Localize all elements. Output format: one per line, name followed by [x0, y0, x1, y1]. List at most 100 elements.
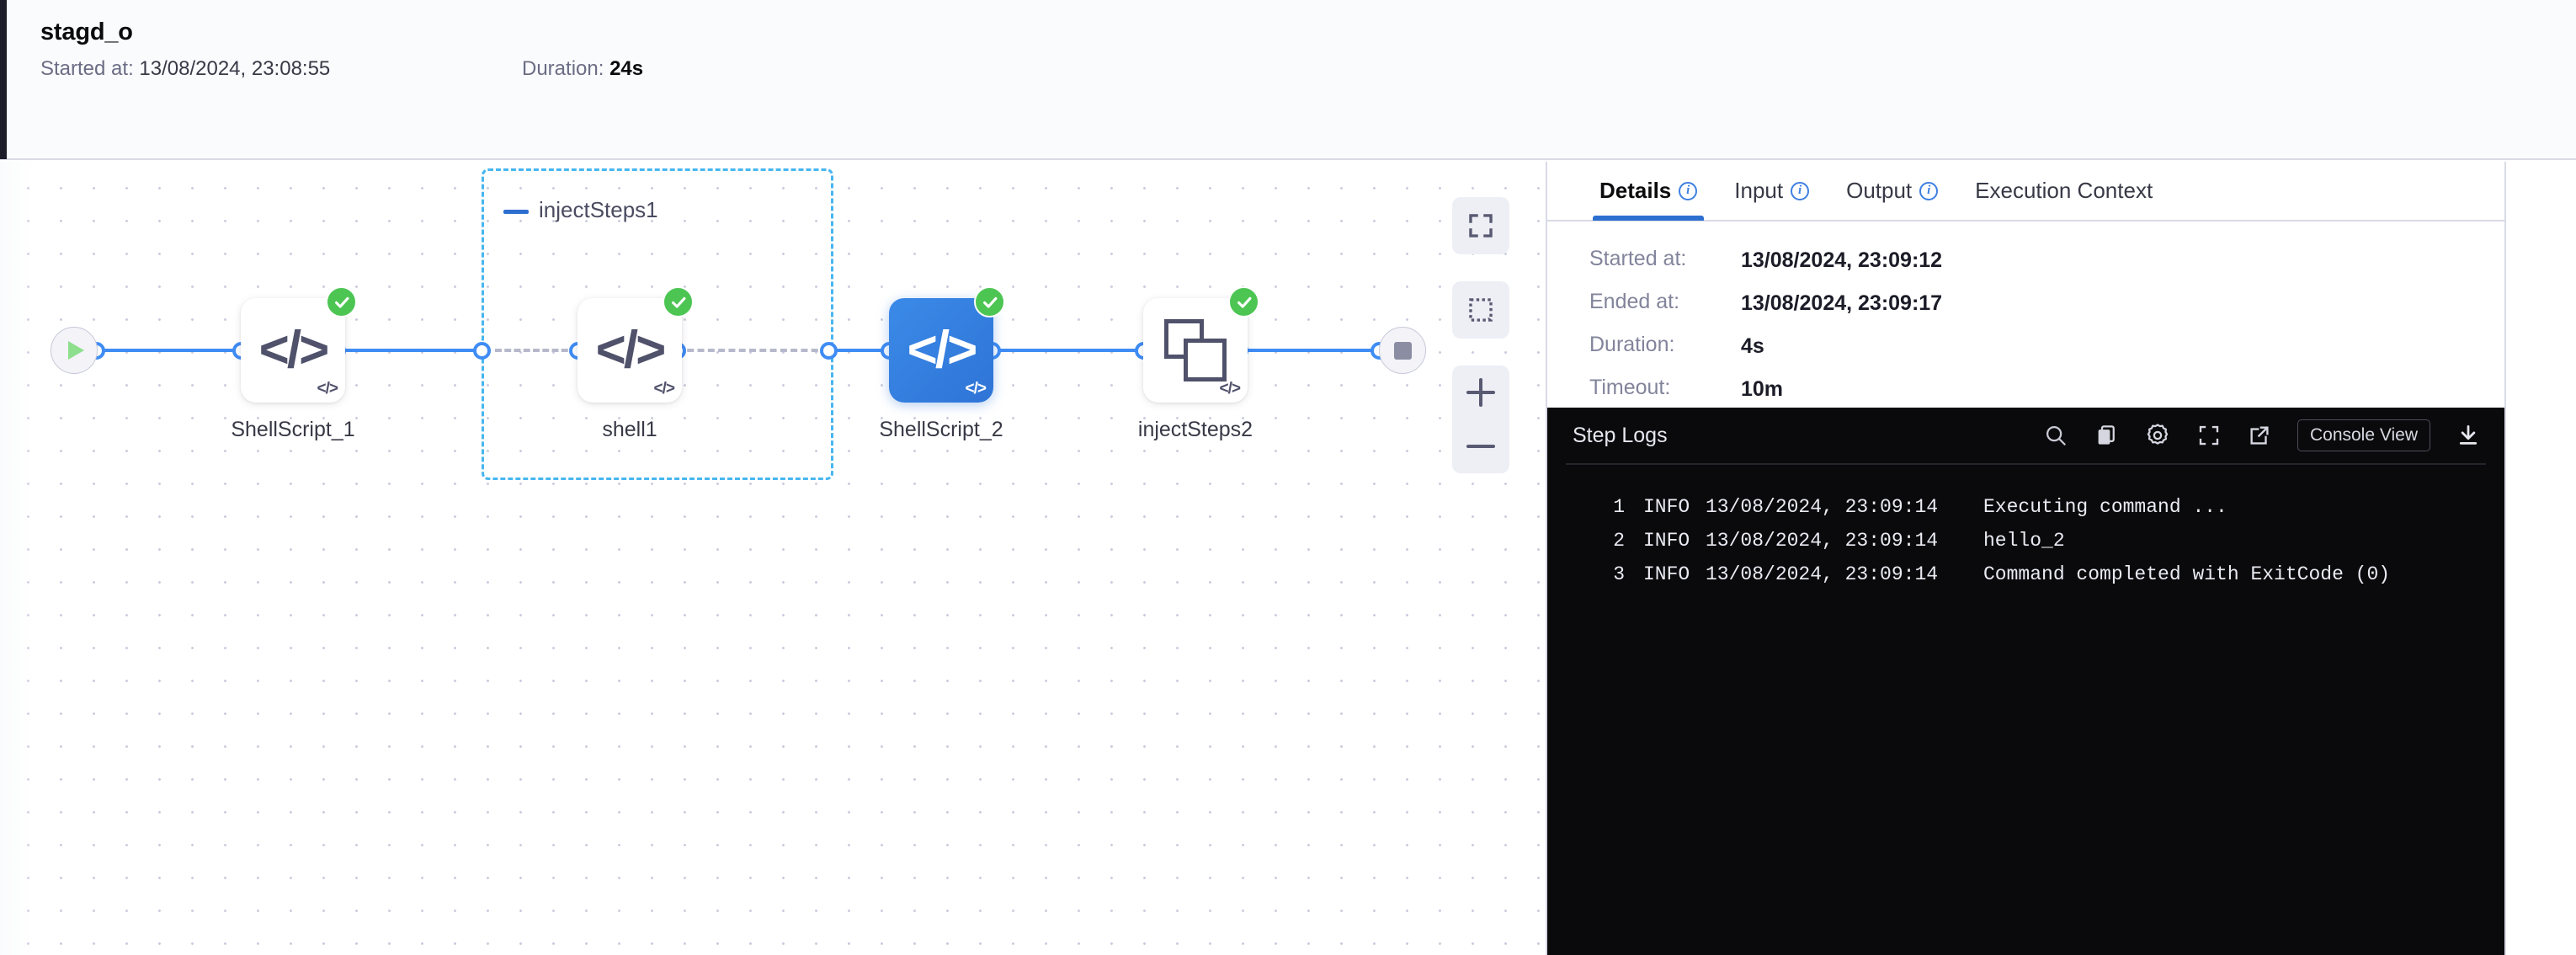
- status-badge-success: [1228, 286, 1259, 317]
- edge-injectsteps2-to-end: [1239, 349, 1379, 352]
- tab-execution-context-label: Execution Context: [1975, 178, 2153, 203]
- detail-value-ended-at: 13/08/2024, 23:09:17: [1741, 291, 1943, 315]
- log-line: 1 INFO 13/08/2024, 23:09:14 Executing co…: [1547, 490, 2504, 524]
- log-line-message: hello_2: [1983, 530, 2065, 552]
- end-node[interactable]: [1379, 327, 1426, 374]
- log-line-time: 13/08/2024, 23:09:14: [1706, 563, 1939, 585]
- zoom-controls[interactable]: [1452, 365, 1509, 473]
- log-lines-container[interactable]: 1 INFO 13/08/2024, 23:09:14 Executing co…: [1547, 465, 2504, 591]
- header-accent-bar: [0, 0, 7, 159]
- log-line-number: 3: [1613, 563, 1625, 585]
- status-badge-success: [663, 286, 694, 317]
- console-view-button[interactable]: Console View: [2297, 419, 2430, 451]
- started-at-value: 13/08/2024, 23:08:55: [139, 57, 331, 80]
- edge-shellscript1-to-group: [337, 349, 482, 352]
- started-at-meta: Started at: 13/08/2024, 23:08:55: [40, 57, 330, 81]
- step-node-shellscript1[interactable]: </> </>: [241, 286, 357, 403]
- tab-execution-context[interactable]: Execution Context: [1956, 161, 2171, 221]
- shell-script-type-icon: </>: [965, 380, 987, 397]
- detail-label-ended-at: Ended at:: [1589, 290, 1680, 313]
- copy-icon[interactable]: [2094, 423, 2119, 448]
- port-group-out: [820, 342, 838, 360]
- step-group-injectsteps1[interactable]: [482, 168, 833, 480]
- right-gutter: [2504, 162, 2576, 955]
- fit-to-screen-button[interactable]: [1452, 197, 1509, 254]
- step-node-shellscript2[interactable]: </> </>: [889, 286, 1005, 403]
- status-badge-success: [974, 286, 1005, 317]
- log-line-number: 1: [1613, 496, 1625, 518]
- step-node-shell1[interactable]: </> </>: [577, 286, 694, 403]
- started-at-label: Started at:: [40, 57, 134, 80]
- execution-header: stagd_o Started at: 13/08/2024, 23:08:55…: [0, 0, 2576, 160]
- stop-icon: [1393, 341, 1412, 360]
- pipeline-graph-canvas[interactable]: injectSteps1 </>: [0, 162, 1546, 955]
- status-badge-success: [326, 286, 357, 317]
- code-icon: </>: [595, 321, 667, 379]
- detail-value-started-at: 13/08/2024, 23:09:12: [1741, 248, 1943, 272]
- group-collapse-icon[interactable]: [503, 210, 529, 214]
- log-line-message: Executing command ...: [1983, 496, 2227, 518]
- tab-output[interactable]: Output i: [1828, 161, 1956, 221]
- log-line: 2 INFO 13/08/2024, 23:09:14 hello_2: [1547, 524, 2504, 558]
- shell-script-type-icon: </>: [317, 380, 339, 397]
- step-logs-toolbar: Console View: [2043, 419, 2481, 451]
- node-label-injectsteps2: injectSteps2: [1137, 418, 1253, 441]
- fullscreen-icon: [1469, 214, 1493, 237]
- download-icon[interactable]: [2456, 423, 2481, 448]
- shell-script-type-icon: </>: [1219, 380, 1242, 397]
- duration-meta: Duration: 24s: [522, 57, 643, 81]
- detail-value-timeout: 10m: [1741, 377, 1784, 401]
- panel-tabbar: Details i Input i Output i Execution Con…: [1547, 162, 2504, 221]
- shell-script-type-icon: </>: [653, 380, 676, 397]
- log-line-time: 13/08/2024, 23:09:14: [1706, 496, 1939, 518]
- step-logs-header: Step Logs: [1547, 408, 2504, 463]
- detail-row-duration: Duration: 4s: [1547, 333, 2504, 376]
- detail-label-timeout: Timeout:: [1589, 376, 1671, 399]
- edge-start-to-shellscript1: [103, 349, 241, 352]
- duration-value: 24s: [609, 57, 644, 80]
- selection-mode-button[interactable]: [1452, 281, 1509, 339]
- info-icon[interactable]: i: [1919, 181, 1939, 200]
- log-line-level: INFO: [1643, 563, 1690, 585]
- log-line: 3 INFO 13/08/2024, 23:09:14 Command comp…: [1547, 558, 2504, 591]
- tab-output-label: Output: [1846, 178, 1913, 203]
- duration-label: Duration:: [522, 57, 604, 80]
- edge-shellscript2-to-injectsteps2: [992, 349, 1143, 352]
- node-label-shellscript1: ShellScript_1: [231, 418, 355, 441]
- tab-input-label: Input: [1734, 178, 1784, 203]
- tab-details[interactable]: Details i: [1581, 161, 1716, 221]
- group-label-injectsteps1: injectSteps1: [539, 197, 658, 222]
- code-icon: </>: [907, 321, 978, 379]
- step-node-injectsteps2[interactable]: </>: [1143, 286, 1259, 403]
- edge-group-to-shell1: [495, 349, 577, 352]
- log-line-message: Command completed with ExitCode (0): [1983, 563, 2391, 585]
- graph-left-fade: [0, 162, 34, 955]
- step-details-panel: Details i Input i Output i Execution Con…: [1546, 162, 2504, 955]
- layers-icon: [1164, 319, 1227, 381]
- node-label-shellscript2: ShellScript_2: [879, 418, 1003, 441]
- port-group-in: [473, 342, 491, 360]
- node-label-shell1: shell1: [602, 418, 657, 441]
- layers-icon-front-square: [1184, 339, 1227, 381]
- edge-shell1-to-group-end: [677, 349, 828, 352]
- page-title: stagd_o: [40, 19, 133, 45]
- start-node[interactable]: [51, 327, 98, 374]
- log-line-level: INFO: [1643, 530, 1690, 552]
- tab-details-label: Details: [1599, 178, 1672, 203]
- expand-icon[interactable]: [2196, 423, 2222, 448]
- detail-row-timeout: Timeout: 10m: [1547, 376, 2504, 419]
- step-logs-panel: Step Logs: [1547, 408, 2504, 955]
- log-line-time: 13/08/2024, 23:09:14: [1706, 530, 1939, 552]
- edge-group-to-shellscript2: [835, 349, 889, 352]
- play-icon: [68, 341, 84, 360]
- info-icon[interactable]: i: [1679, 181, 1698, 200]
- gear-icon[interactable]: [2144, 422, 2171, 449]
- detail-row-ended-at: Ended at: 13/08/2024, 23:09:17: [1547, 290, 2504, 333]
- external-link-icon[interactable]: [2247, 423, 2272, 448]
- tab-input[interactable]: Input i: [1716, 161, 1828, 221]
- search-icon[interactable]: [2043, 423, 2068, 448]
- code-icon: </>: [258, 321, 330, 379]
- info-icon[interactable]: i: [1791, 181, 1810, 200]
- header-meta: Started at: 13/08/2024, 23:08:55: [40, 57, 330, 83]
